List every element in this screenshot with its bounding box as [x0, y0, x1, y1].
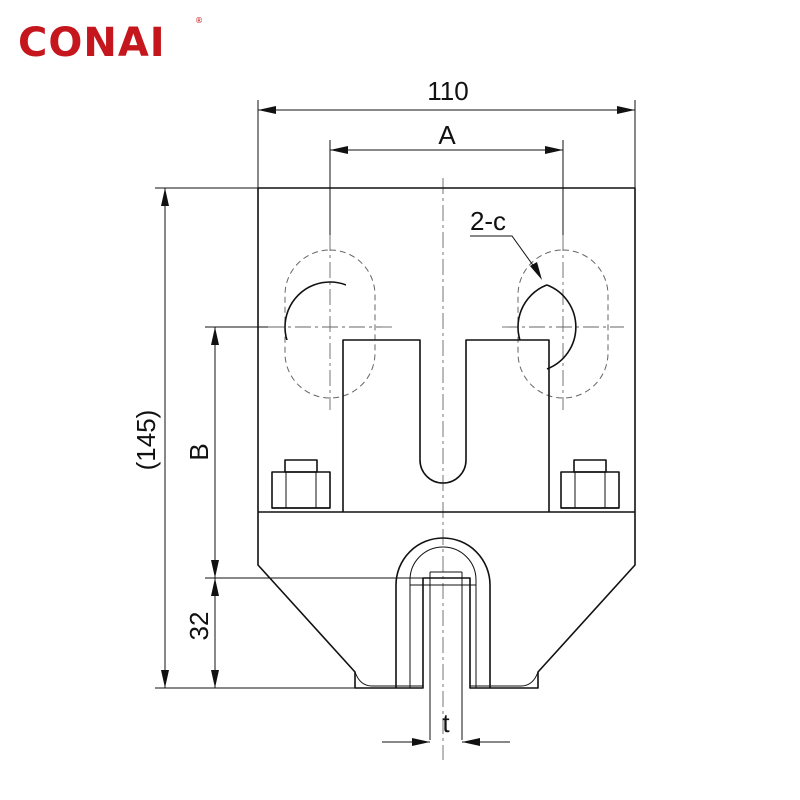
hole-callout-label: 2-c: [470, 206, 506, 236]
slotted-holes-hidden: [284, 249, 609, 399]
conai-logo: CONAI ®: [18, 16, 203, 66]
dimension-overall-width: 110: [257, 76, 636, 188]
hole-callout: 2-c: [470, 206, 542, 280]
overall-width-label: 110: [427, 76, 468, 106]
hole-spacing-label: A: [438, 120, 456, 150]
hole-to-bottom-label: B: [184, 443, 214, 460]
nut-left: [271, 459, 331, 509]
dimension-overall-height: (145): [131, 187, 355, 689]
dimension-hole-spacing: A: [329, 120, 564, 235]
u-clamp: [395, 537, 491, 740]
dimension-bottom-height: 32: [184, 578, 219, 688]
slotted-block: [342, 339, 550, 512]
bracket-body: [257, 187, 636, 689]
bottom-height-label: 32: [184, 612, 214, 641]
dimension-hole-to-bottom: B: [184, 326, 423, 579]
overall-height-label: (145): [131, 410, 161, 471]
mounting-holes: [284, 281, 577, 370]
registered-mark: ®: [195, 16, 203, 25]
brand-name: CONAI: [18, 20, 166, 66]
dimension-slot-width: t: [382, 708, 510, 746]
nut-right: [560, 459, 620, 509]
center-lines: [268, 178, 624, 760]
slot-width-label: t: [442, 708, 450, 738]
